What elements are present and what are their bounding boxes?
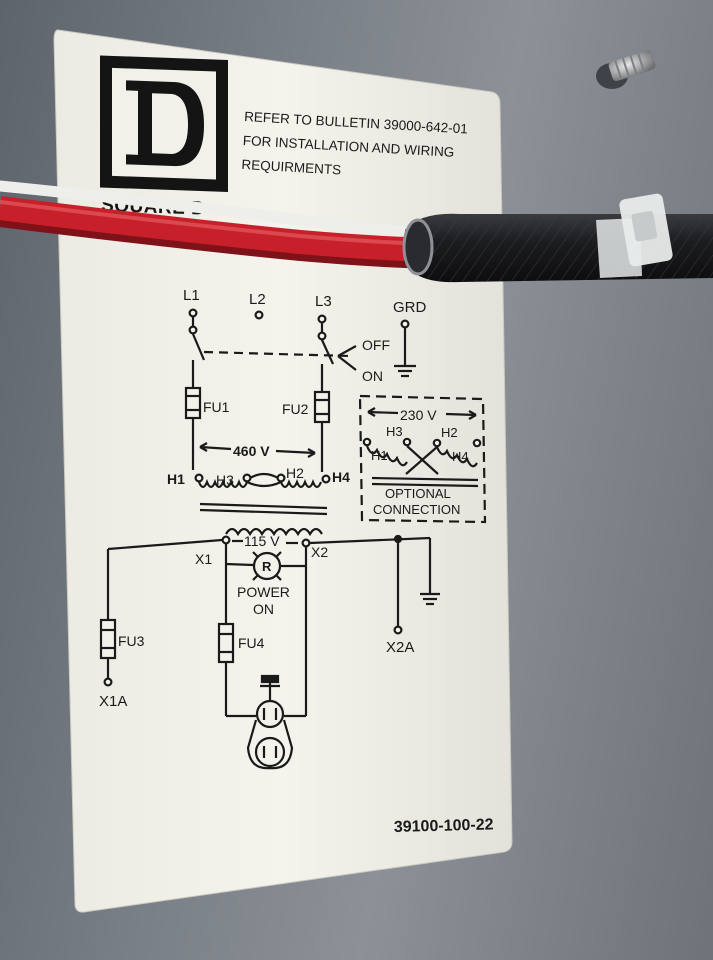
wire-bundle: [0, 180, 713, 283]
label-L3: L3: [315, 293, 332, 310]
wiring-diagram: L1 L2 L3 GRD OFF ON: [99, 287, 487, 770]
white-wire: [0, 180, 436, 240]
power-label: POWER: [237, 584, 290, 600]
label-L1: L1: [183, 287, 200, 304]
label-L2: L2: [249, 291, 266, 308]
optional-H2: H2: [441, 425, 458, 440]
voltage-460: 460 V: [233, 443, 270, 459]
terminal-X2: X2: [311, 544, 328, 560]
terminal-X2A: X2A: [386, 639, 414, 656]
switch-off: OFF: [362, 337, 390, 353]
pilot-light-R: R: [262, 559, 272, 574]
fuse-FU3: FU3: [118, 633, 145, 649]
label-GRD: GRD: [393, 299, 427, 316]
voltage-230: 230 V: [400, 407, 437, 423]
switch-on: ON: [362, 368, 383, 384]
terminal-H2: H2: [286, 465, 304, 481]
terminal-X1A: X1A: [99, 693, 127, 710]
optional-label: OPTIONAL: [385, 486, 451, 501]
terminal-H1: H1: [167, 471, 185, 487]
cable-tie: [596, 193, 673, 278]
power-on-label: ON: [253, 601, 274, 617]
terminal-X1: X1: [195, 551, 212, 567]
voltage-115: 115 V: [244, 533, 280, 549]
part-number: 39100-100-22: [394, 816, 494, 836]
fuse-FU2: FU2: [282, 401, 309, 417]
terminal-H4: H4: [332, 469, 350, 485]
fuse-FU1: FU1: [203, 399, 230, 415]
notice-line-3: REQUIRMENTS: [241, 157, 341, 178]
bolt: [596, 50, 656, 89]
optional-H4: H4: [452, 449, 469, 464]
red-wire: [0, 196, 441, 262]
fuse-FU4: FU4: [238, 635, 265, 651]
connection-label: CONNECTION: [373, 502, 460, 517]
optional-H3: H3: [386, 424, 403, 439]
